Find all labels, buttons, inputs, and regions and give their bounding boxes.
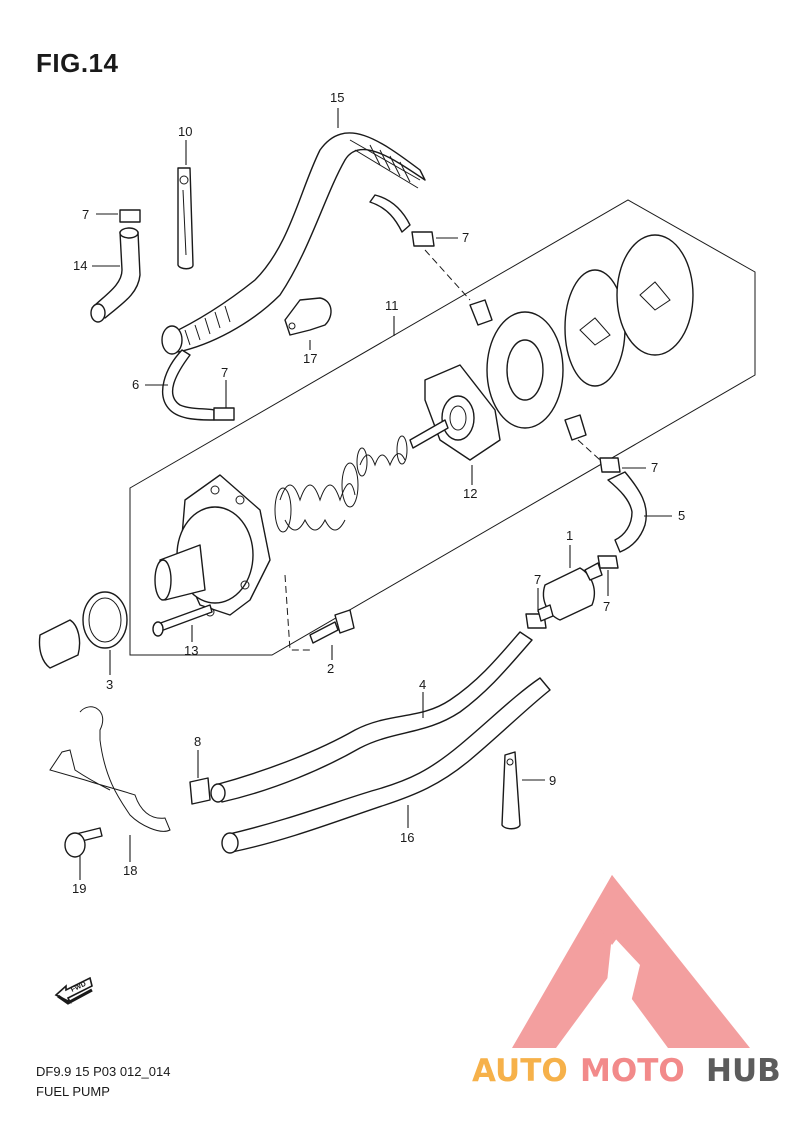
callout-14: 14 [73, 258, 87, 273]
callout-1: 1 [566, 528, 573, 543]
part-16-hose [221, 677, 551, 854]
part-3-plug-and-ring [38, 591, 128, 669]
callout-7-f: 7 [603, 599, 610, 614]
part-17-bracket [284, 297, 332, 336]
callout-15: 15 [330, 90, 344, 105]
part-14-elbow [90, 227, 141, 323]
pump-plates [469, 234, 694, 441]
callout-7-d: 7 [651, 460, 658, 475]
callout-11: 11 [385, 298, 399, 313]
callout-4: 4 [419, 677, 426, 692]
callout-3: 3 [106, 677, 113, 692]
callout-13: 13 [184, 643, 198, 658]
figure-code: DF9.9 15 P03 012_014 [36, 1064, 171, 1079]
fwd-arrow-icon: FWD [54, 976, 93, 1005]
watermark-text: AUTO MOTO HUB [472, 1053, 781, 1089]
callout-8: 8 [194, 734, 201, 749]
callout-16: 16 [400, 830, 414, 845]
callout-17: 17 [303, 351, 317, 366]
part-12-diaphragm [409, 364, 501, 461]
part-2-bolt [309, 609, 355, 644]
watermark-text-moto: MOTO [580, 1053, 685, 1089]
part-6-hose [161, 349, 215, 421]
callout-5: 5 [678, 508, 685, 523]
part-13-screw [152, 604, 213, 637]
callout-9: 9 [549, 773, 556, 788]
part-5-hose [607, 471, 647, 553]
pump-body [154, 474, 271, 617]
springs [274, 435, 408, 533]
watermark-text-auto: AUTO [472, 1053, 568, 1089]
callout-18: 18 [123, 863, 137, 878]
callout-12: 12 [463, 486, 477, 501]
callout-6: 6 [132, 377, 139, 392]
part-10-strap [177, 167, 194, 270]
callout-7-e: 7 [534, 572, 541, 587]
watermark-text-hub: HUB [706, 1053, 781, 1089]
figure-name: FUEL PUMP [36, 1084, 110, 1099]
figure-title: FIG.14 [36, 48, 119, 78]
part-8-clamp [189, 777, 211, 805]
part-19-bolt [64, 827, 103, 858]
clamps-7 [119, 209, 621, 629]
part-9-strap [501, 751, 521, 830]
part-1-fuel-filter [537, 562, 603, 622]
part-15-hose [161, 132, 426, 355]
callout-2: 2 [327, 661, 334, 676]
callout-labels: 1 2 3 4 5 6 7 7 7 7 7 7 8 9 10 11 12 13 … [72, 90, 685, 896]
part-4-hose [210, 631, 533, 803]
part-18-wire-clip [49, 706, 171, 832]
callout-7-a: 7 [82, 207, 89, 222]
automotohub-logo-icon [512, 875, 750, 1048]
leader-lines [79, 108, 672, 880]
assembly-11-outline [129, 199, 756, 656]
callout-19: 19 [72, 881, 86, 896]
callout-10: 10 [178, 124, 192, 139]
callout-7-b: 7 [462, 230, 469, 245]
callout-7-c: 7 [221, 365, 228, 380]
